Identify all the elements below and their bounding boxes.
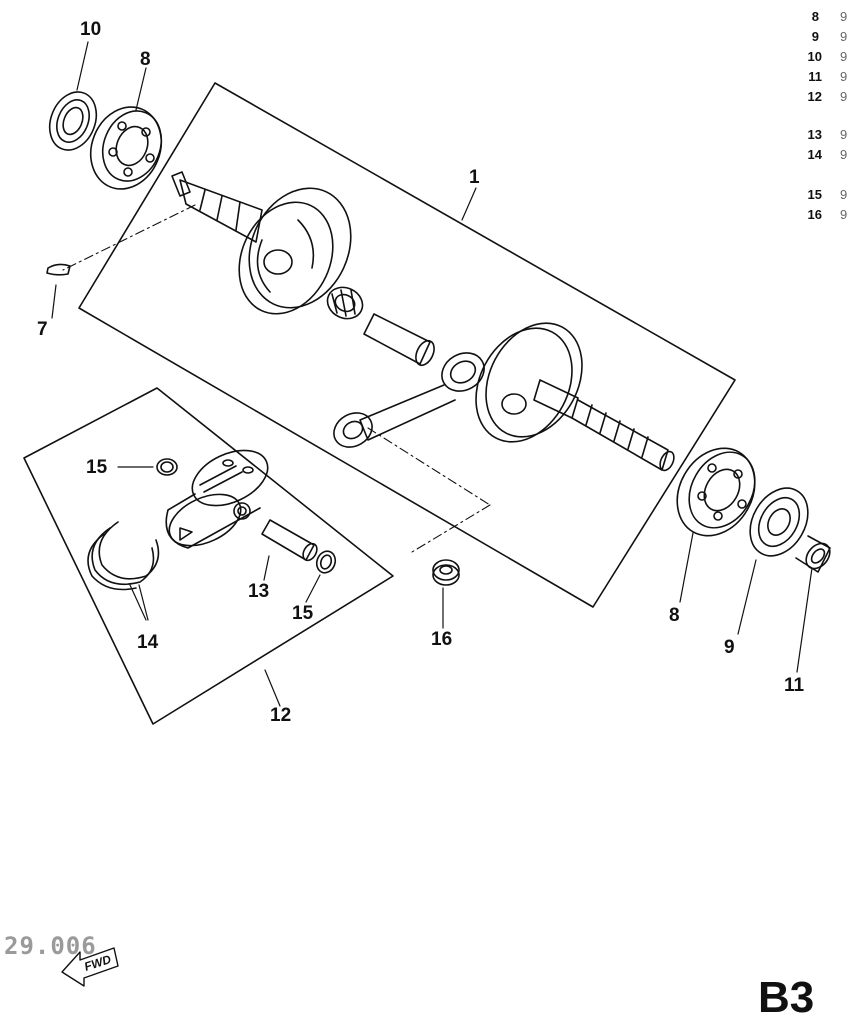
callout-15-upper: 15 (86, 457, 108, 478)
nut-part (432, 559, 460, 586)
callout-12: 12 (270, 705, 292, 726)
parts-list-number: 15 (807, 187, 822, 202)
crankshaft-piston-exploded-diagram (23, 41, 831, 987)
bearing-right-part (676, 447, 756, 537)
parts-list-number: 10 (807, 49, 822, 64)
crank-pin-part (363, 313, 435, 367)
page-code: B3 (758, 973, 815, 1022)
callout-7: 7 (37, 319, 48, 340)
parts-list-number: 9 (811, 29, 819, 44)
parts-list-cutoff-mark: 9 (840, 187, 848, 202)
callout-11: 11 (784, 675, 805, 696)
leader-lines (51, 41, 813, 707)
parts-list-number: 11 (808, 69, 822, 84)
crankshaft-left-half-part (171, 171, 352, 315)
callout-9: 9 (724, 637, 735, 658)
parts-list-cutoff-mark: 9 (840, 207, 848, 222)
bearing-left-part (89, 106, 163, 190)
parts-list-cutoff-mark: 9 (840, 49, 848, 64)
piston-part (165, 449, 269, 549)
piston-kit-frame (23, 387, 394, 725)
callout-14: 14 (137, 632, 159, 653)
needle-bearing-part (326, 286, 364, 320)
oil-seal-right-part (749, 487, 809, 557)
forward-direction-arrow (61, 947, 119, 987)
connecting-rod-part (333, 352, 485, 448)
parts-list-cutoff-mark: 9 (840, 29, 848, 44)
piston-rings-part (87, 521, 160, 591)
callout-15-lower: 15 (292, 603, 314, 624)
circlip-upper-part (156, 458, 178, 476)
parts-list-number: 13 (807, 127, 822, 142)
parts-list-cutoff-mark: 9 (840, 89, 848, 104)
woodruff-key-part (46, 263, 71, 276)
callout-10: 10 (80, 19, 102, 40)
circlip-lower-part (315, 550, 337, 574)
parts-list-cutoff-mark: 9 (840, 69, 848, 84)
parts-list-cutoff-mark: 9 (840, 127, 848, 142)
alignment-lines (62, 204, 491, 553)
oil-seal-left-part (48, 91, 98, 151)
callout-16: 16 (431, 629, 453, 650)
crankshaft-assembly-frame (78, 82, 736, 608)
parts-list-number: 16 (807, 207, 822, 222)
callout-1: 1 (469, 167, 480, 188)
parts-list-number: 14 (807, 147, 822, 162)
collar-part (795, 535, 831, 573)
parts-list-number: 8 (811, 9, 819, 24)
callout-13: 13 (248, 581, 270, 602)
parts-list-cutoff-mark: 9 (840, 9, 848, 24)
piston-pin-part (261, 519, 318, 562)
callout-8-right: 8 (669, 605, 680, 626)
parts-list-number: 12 (807, 89, 822, 104)
date-stamp: 29.006 (4, 932, 97, 960)
parts-list-cutoff-mark: 9 (840, 147, 848, 162)
crankshaft-right-half-part (475, 322, 675, 472)
callout-8-left: 8 (140, 49, 151, 70)
